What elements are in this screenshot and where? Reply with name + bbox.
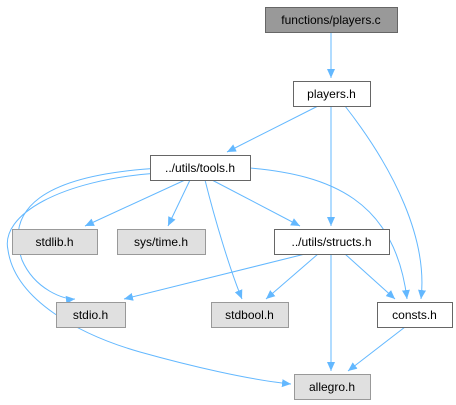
- edge-tools_h-to-stdbool_h: [204, 179, 243, 300]
- node-box: [211, 302, 289, 328]
- node-label: players.h: [307, 87, 356, 101]
- node-box: [294, 374, 371, 400]
- node-tools-h[interactable]: ../utils/tools.h: [150, 155, 251, 181]
- node-systime-h: sys/time.h: [117, 229, 206, 255]
- node-label: functions/players.c: [281, 13, 380, 27]
- edge-tools_h-to-allegro_h: [6, 172, 292, 388]
- node-players-h[interactable]: players.h: [293, 81, 371, 107]
- edge-tools_h-to-consts_h: [249, 167, 410, 300]
- node-stdio-h: stdio.h: [56, 302, 126, 328]
- edge-players_h-to-tools_h: [226, 105, 319, 153]
- edge-structs_h-to-stdbool_h: [265, 253, 319, 300]
- node-box: [377, 302, 453, 328]
- node-box: [293, 81, 371, 107]
- node-players-c[interactable]: functions/players.c: [265, 7, 398, 33]
- node-box: [265, 7, 398, 33]
- node-label: stdio.h: [73, 308, 108, 322]
- edge-structs_h-to-stdio_h: [123, 253, 306, 301]
- edge-structs_h-to-consts_h: [344, 253, 396, 300]
- edge-tools_h-to-stdlib_h: [84, 179, 186, 227]
- node-stdbool-h: stdbool.h: [211, 302, 289, 328]
- node-label: sys/time.h: [134, 235, 188, 249]
- node-label: stdlib.h: [35, 235, 73, 249]
- node-stdlib-h: stdlib.h: [12, 229, 98, 255]
- edge-tools_h-to-structs_h: [211, 179, 301, 227]
- edge-players_h-to-consts_h: [344, 105, 427, 300]
- node-allegro-h: allegro.h: [294, 374, 371, 400]
- edges-layer: [6, 32, 427, 388]
- node-box: [274, 229, 390, 255]
- node-box: [150, 155, 251, 181]
- nodes-layer: functions/players.c players.h ../utils/too…: [12, 7, 453, 400]
- node-label: ../utils/tools.h: [165, 161, 235, 175]
- node-label: allegro.h: [309, 380, 355, 394]
- edge-tools_h-to-systime_h: [167, 179, 191, 227]
- node-box: [12, 229, 98, 255]
- node-label: consts.h: [392, 308, 437, 322]
- node-structs-h[interactable]: ../utils/structs.h: [274, 229, 390, 255]
- node-box: [117, 229, 206, 255]
- node-label: stdbool.h: [225, 308, 274, 322]
- node-box: [56, 302, 126, 328]
- node-label: ../utils/structs.h: [291, 235, 371, 249]
- node-consts-h[interactable]: consts.h: [377, 302, 453, 328]
- edge-consts_h-to-allegro_h: [347, 326, 406, 372]
